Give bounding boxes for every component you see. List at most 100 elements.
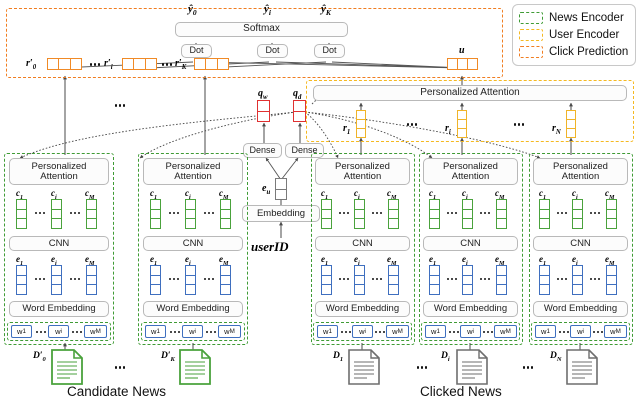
word-token-group-col1 <box>313 322 412 341</box>
legend-item-click-prediction: Click Prediction <box>519 43 629 60</box>
word-rep-label-eM-coli: eM <box>495 254 505 267</box>
ellipsis-c-coli-1 <box>446 211 458 215</box>
ellipsis-c-coli-2 <box>479 211 491 215</box>
context-vector-cM-colN <box>606 199 617 229</box>
word-rep-vector-e1-col0 <box>16 265 27 295</box>
candidate-rep-label-i: r′i <box>104 58 113 71</box>
word-embedding-box-colK: Word Embedding <box>143 301 243 317</box>
ellipsis-e-colN-1 <box>556 277 568 281</box>
candidate-rep-label-0: r′0 <box>26 58 37 71</box>
context-label-ci-col0: ci <box>51 188 57 201</box>
ellipsis-e-colK-2 <box>203 277 215 281</box>
ellipsis-w-col1-1 <box>340 330 352 334</box>
context-vector-ci-col0 <box>51 199 62 229</box>
legend-label-news-encoder: News Encoder <box>549 11 624 24</box>
dense-box-doc: Dense <box>285 143 324 158</box>
context-vector-c1-coli <box>429 199 440 229</box>
user-encoder-region <box>306 80 634 142</box>
context-label-ci-coli: ci <box>462 188 468 201</box>
click-prediction-region <box>6 8 503 78</box>
context-label-ci-col1: ci <box>354 188 360 201</box>
ellipsis-e-col1-2 <box>371 277 383 281</box>
word-token-group-colK <box>141 322 245 341</box>
query-word-vector <box>257 100 270 122</box>
user-embedding-label: eu <box>262 183 271 196</box>
news-personalized-attention-candidate-K: Personalized Attention <box>143 158 243 185</box>
word-rep-vector-ei-col0 <box>51 265 62 295</box>
news-encoder-region-clicked-i <box>419 153 523 345</box>
context-vector-c1-colN <box>539 199 550 229</box>
cnn-box-coli: CNN <box>423 236 518 251</box>
word-rep-label-e1-col0: e1 <box>16 254 24 267</box>
embedding-box: Embedding <box>242 205 320 222</box>
query-doc-vector <box>293 100 306 122</box>
context-label-ci-colN: ci <box>572 188 578 201</box>
word-embedding-box-coli: Word Embedding <box>423 301 518 317</box>
document-icons-layer <box>51 342 598 385</box>
word-rep-vector-eM-col0 <box>86 265 97 295</box>
word-rep-label-ei-colN: ei <box>572 254 578 267</box>
dot-box-K: Dot <box>314 44 345 58</box>
word-token-group-col0 <box>7 322 111 341</box>
clicked-rep-label-1: r1 <box>343 123 351 136</box>
output-score-i: ŷi <box>264 3 271 18</box>
ellipsis-w-coli-2 <box>482 330 494 334</box>
context-label-c1-colN: c1 <box>539 188 547 201</box>
legend-swatch-click-prediction <box>519 45 543 58</box>
candidate-news-caption: Candidate News <box>67 384 167 399</box>
legend-item-user-encoder: User Encoder <box>519 26 629 43</box>
ellipsis-candidate-2 <box>160 62 174 67</box>
legend-swatch-news-encoder <box>519 11 543 24</box>
attention-line-2: Attention <box>174 170 212 182</box>
softmax-box: Softmax <box>175 22 348 37</box>
ellipsis-e-col1-1 <box>338 277 350 281</box>
clicked-doc-label-i: Di <box>441 351 450 363</box>
ellipsis-c-col0-1 <box>34 211 46 215</box>
ellipsis-clicked-docs-2 <box>520 365 536 370</box>
news-encoder-region-clicked-N <box>529 153 633 345</box>
clicked-news-caption: Clicked News <box>420 384 502 399</box>
word-rep-vector-eM-col1 <box>388 265 399 295</box>
ellipsis-clicked-rep-1 <box>405 122 419 127</box>
ellipsis-c-col1-2 <box>371 211 383 215</box>
word-rep-vector-e1-coli <box>429 265 440 295</box>
cnn-box-colK: CNN <box>143 236 243 251</box>
context-label-c1-col0: c1 <box>16 188 24 201</box>
word-token-group-coli <box>421 322 520 341</box>
context-label-c1-coli: c1 <box>429 188 437 201</box>
word-rep-vector-ei-col1 <box>354 265 365 295</box>
word-embedding-box-colN: Word Embedding <box>533 301 628 317</box>
clicked-doc-label-N: DN <box>550 351 562 363</box>
news-personalized-attention-clicked-i: Personalized Attention <box>423 158 518 185</box>
news-personalized-attention-candidate-0: Personalized Attention <box>9 158 109 185</box>
candidate-document-icon-0 <box>51 349 83 385</box>
dot-box-i: Dot <box>257 44 288 58</box>
context-label-c1-colK: c1 <box>150 188 158 201</box>
word-rep-vector-e1-col1 <box>321 265 332 295</box>
candidate-doc-label-0: D′0 <box>33 351 46 363</box>
word-rep-label-eM-colN: eM <box>605 254 615 267</box>
user-embedding-vector <box>275 178 287 200</box>
ellipsis-c-colN-1 <box>556 211 568 215</box>
query-doc-label: qd <box>293 88 302 101</box>
legend-item-news-encoder: News Encoder <box>519 9 629 26</box>
candidate-rep-vector-0 <box>47 58 82 70</box>
word-token-group-colN <box>531 322 630 341</box>
userid-label: userID <box>251 239 289 254</box>
dot-box-0: Dot <box>181 44 212 58</box>
user-rep-label: u <box>459 45 465 56</box>
ellipsis-candidate-1 <box>88 62 102 67</box>
candidate-rep-label-K: r′K <box>175 58 187 71</box>
query-word-label: qw <box>258 88 268 101</box>
clicked-rep-vector-i <box>457 110 467 138</box>
attention-line-1: Personalized <box>553 160 608 172</box>
context-label-c1-col1: c1 <box>321 188 329 201</box>
legend-swatch-user-encoder <box>519 28 543 41</box>
word-rep-label-eM-col1: eM <box>387 254 397 267</box>
candidate-rep-vector-i <box>122 58 157 70</box>
